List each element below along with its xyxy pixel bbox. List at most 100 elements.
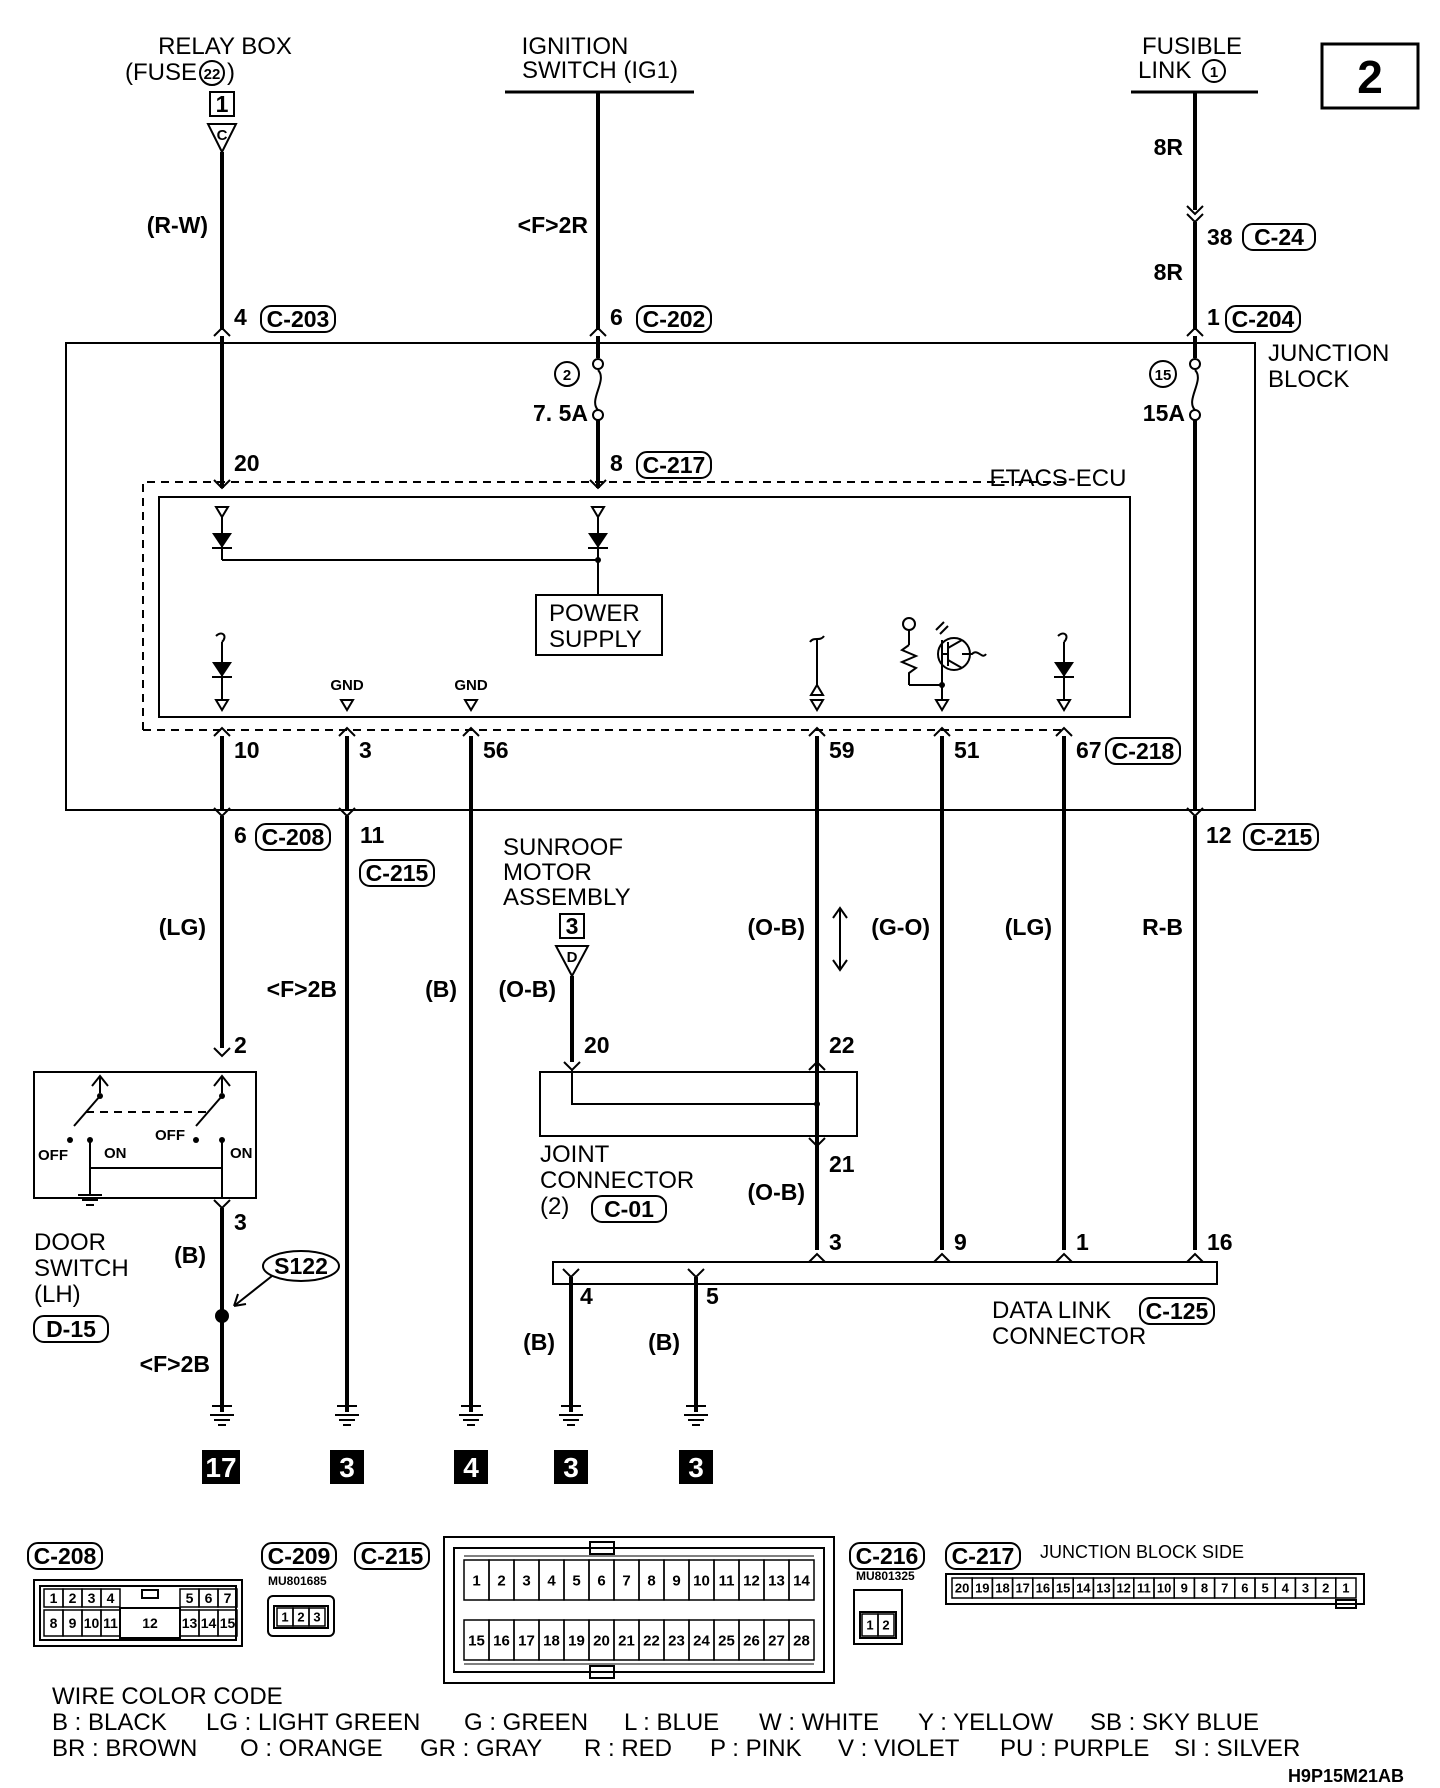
sunroof-label-1: SUNROOF	[503, 834, 623, 861]
junction-block-label-2: BLOCK	[1268, 366, 1349, 393]
c215-pin: 14	[793, 1572, 810, 1589]
splice-s122: S122	[274, 1253, 328, 1279]
wire-label-f2r: <F>2R	[518, 212, 589, 238]
sunroof-motor-assembly: SUNROOF MOTOR ASSEMBLY 3 D	[503, 834, 631, 979]
c217-pin: 2	[1322, 1581, 1329, 1596]
wire-label-8r-bottom: 8R	[1154, 259, 1184, 285]
sunroof-terminal: 3	[566, 913, 579, 939]
wire-color-p: P : PINK	[710, 1735, 802, 1762]
wire-color-code-title: WIRE COLOR CODE	[52, 1683, 283, 1710]
ground-icon	[335, 1405, 359, 1426]
wire-color-r: R : RED	[584, 1735, 672, 1762]
door-switch-off-1: OFF	[38, 1147, 68, 1164]
c208-pin-cell	[100, 1588, 121, 1608]
power-supply-label-1: POWER	[549, 600, 640, 627]
connector-c202: C-202	[643, 306, 706, 332]
c209-view-title: C-209	[268, 1543, 331, 1569]
c209-part-number: MU801685	[268, 1574, 327, 1588]
c217-pin: 9	[1181, 1581, 1188, 1596]
c208-pin: 4	[107, 1590, 115, 1606]
c215-pin: 26	[743, 1632, 760, 1649]
junction-block-outline	[65, 342, 1256, 811]
fuse-2-rating: 7. 5A	[533, 400, 588, 426]
connector-c24: C-24	[1254, 224, 1304, 250]
ground-icon	[559, 1405, 583, 1426]
relay-box-source: RELAY BOX (FUSE 22 ) 1 C	[125, 33, 292, 155]
wire-label-f2b-door: <F>2B	[140, 1351, 210, 1377]
etacs-bottom-pins	[213, 726, 1073, 737]
wire-label-rw: (R-W)	[147, 212, 208, 238]
c217-pin: 1	[1342, 1581, 1349, 1596]
c215-pin: 18	[543, 1632, 560, 1649]
c216-view-title: C-216	[856, 1543, 919, 1569]
c215-pin: 6	[597, 1572, 605, 1589]
pin-1-dlc: 1	[1076, 1229, 1089, 1255]
c208-pin: 7	[224, 1590, 232, 1606]
c217-pin: 14	[1076, 1581, 1091, 1596]
connector-c218: C-218	[1112, 738, 1175, 764]
pin-10: 10	[234, 737, 260, 763]
c217-pin-cell	[1335, 1577, 1357, 1599]
wire-color-code: WIRE COLOR CODE B : BLACK LG : LIGHT GRE…	[52, 1683, 1300, 1762]
door-switch-label-2: SWITCH	[34, 1255, 129, 1282]
c208-pin: 15	[220, 1615, 236, 1631]
wire-color-g: G : GREEN	[464, 1709, 588, 1736]
c217-pin: 11	[1137, 1581, 1151, 1596]
joint-connector-label-3: (2)	[540, 1193, 569, 1220]
ignition-label-1: IGNITION	[522, 33, 629, 60]
c217-pin: 19	[975, 1581, 989, 1596]
pin-1-c204: 1	[1207, 304, 1220, 330]
sunroof-label-2: MOTOR	[503, 859, 592, 886]
pin-4-dlc: 4	[580, 1283, 593, 1309]
c215-pin: 25	[718, 1632, 735, 1649]
connector-c217: C-217	[643, 452, 706, 478]
wire-color-br: BR : BROWN	[52, 1735, 197, 1762]
etacs-gnd-label-1: GND	[330, 677, 364, 694]
c208-pin: 5	[186, 1590, 194, 1606]
c208-pin: 12	[142, 1615, 158, 1631]
c215-pin: 3	[522, 1572, 530, 1589]
c217-pin: 7	[1221, 1581, 1228, 1596]
data-link-connector	[552, 1261, 1218, 1285]
wire-label-f2b-c215: <F>2B	[267, 976, 337, 1002]
c217-pin: 18	[995, 1581, 1009, 1596]
wire-color-pu: PU : PURPLE	[1000, 1735, 1149, 1762]
c215-pin: 9	[672, 1572, 680, 1589]
wire-label-lg-left: (LG)	[159, 914, 206, 940]
c215-pin: 27	[768, 1632, 785, 1649]
wire-label-b-56: (B)	[425, 976, 457, 1002]
pin-67: 67	[1076, 737, 1102, 763]
wire-label-b-dlc5: (B)	[648, 1329, 680, 1355]
c208-pin: 1	[50, 1590, 58, 1606]
pin-3-door: 3	[234, 1209, 247, 1235]
c216-pin: 1	[866, 1618, 873, 1633]
c215-pin: 16	[493, 1632, 510, 1649]
c217-pin: 12	[1116, 1581, 1130, 1596]
c208-pin: 13	[182, 1615, 198, 1631]
wire-label-ob-21: (O-B)	[748, 1179, 805, 1205]
c216-pin: 2	[882, 1618, 889, 1633]
pin-38-c24: 38	[1207, 224, 1233, 250]
etacs-gnd-label-2: GND	[454, 677, 488, 694]
pin-6-c208: 6	[234, 822, 247, 848]
c208-pin-cell	[217, 1588, 238, 1608]
connector-c204: C-204	[1232, 306, 1295, 332]
joint-connector-box	[539, 1071, 858, 1137]
ground-ref-3a: 3	[339, 1452, 355, 1483]
pin-20-etacs: 20	[234, 450, 260, 476]
c208-view-title: C-208	[34, 1543, 97, 1569]
door-switch-internals: OFF ON OFF ON	[38, 1074, 253, 1206]
wire-color-gr: GR : GRAY	[420, 1735, 542, 1762]
page-number: 2	[1357, 51, 1383, 103]
ground-icon	[684, 1405, 708, 1426]
c217-pin: 4	[1282, 1581, 1290, 1596]
pin-20-joint: 20	[584, 1032, 610, 1058]
relay-box-label-2: (FUSE	[125, 59, 197, 86]
pin-16-dlc: 16	[1207, 1229, 1233, 1255]
wire-label-rb: R-B	[1142, 914, 1183, 940]
pin-59: 59	[829, 737, 855, 763]
c215-pin-cell	[788, 1559, 815, 1601]
